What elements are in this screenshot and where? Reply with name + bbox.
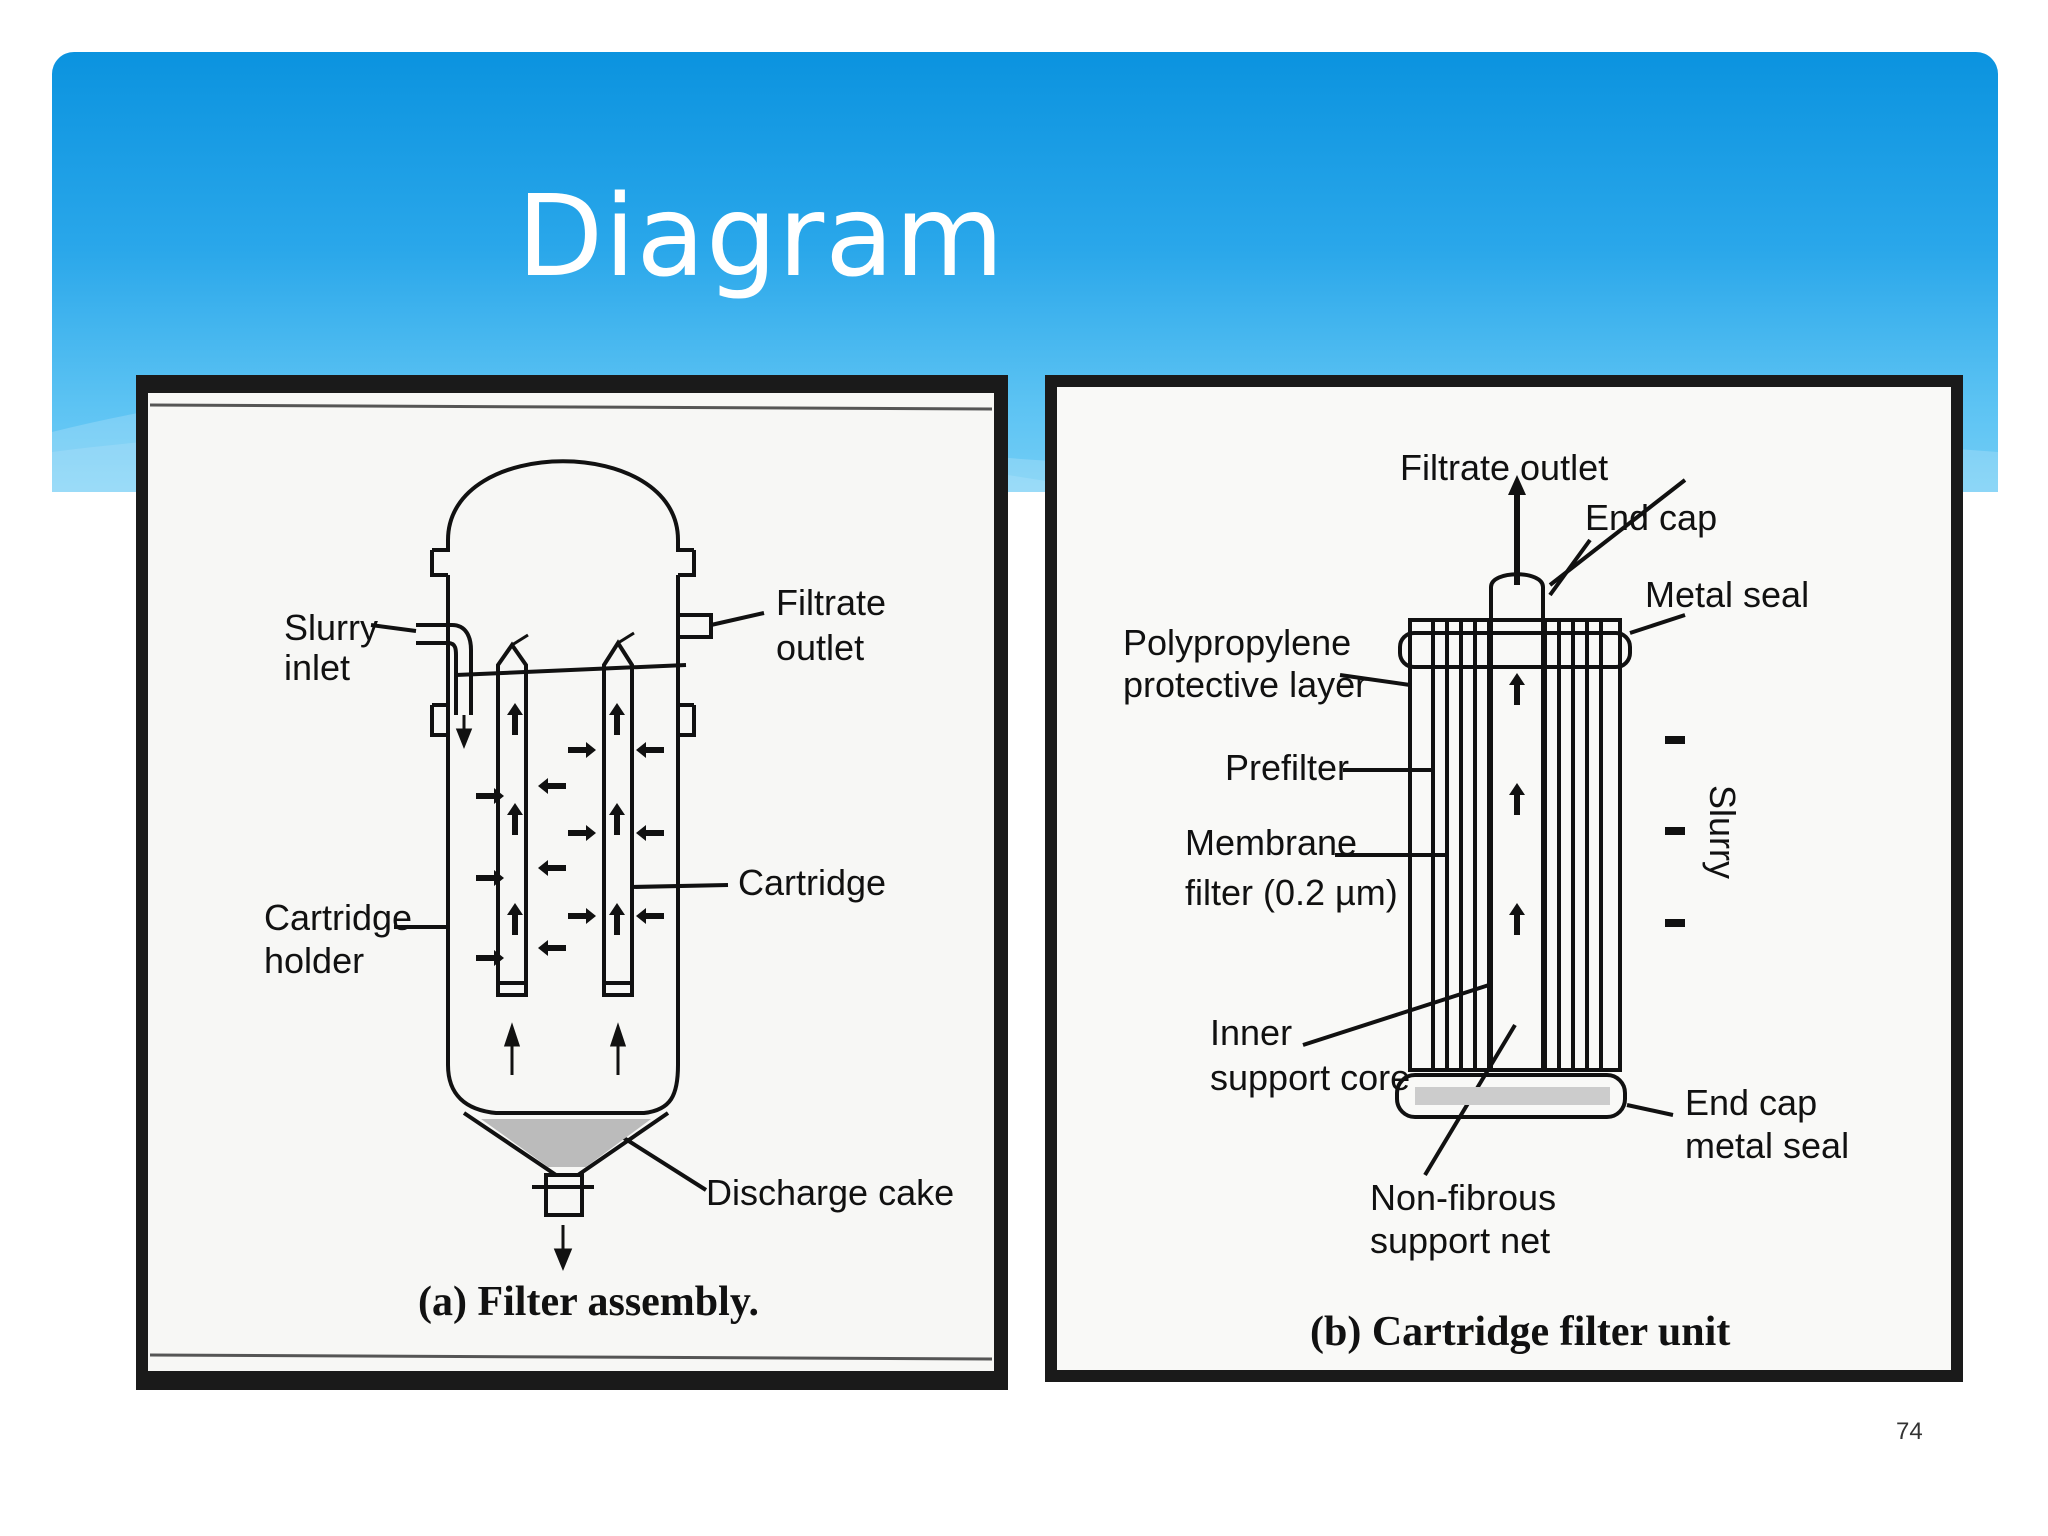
slide-title: Diagram <box>517 172 1005 302</box>
label-filtrate-outlet-2: outlet <box>776 627 864 668</box>
filter-assembly-drawing: Slurry inlet Filtrate outlet Cartridge C… <box>148 393 994 1371</box>
label-inner-core-1: Inner <box>1210 1012 1292 1053</box>
label-cartridge-holder-2: holder <box>264 940 364 981</box>
caption-cartridge-filter-unit: (b) Cartridge filter unit <box>1310 1309 1730 1355</box>
label-slurry: Slurry <box>1702 785 1743 879</box>
label-end-cap-seal-1: End cap <box>1685 1082 1817 1123</box>
label-metal-seal: Metal seal <box>1645 574 1809 615</box>
label-filtrate-outlet: Filtrate outlet <box>1400 447 1608 488</box>
label-membrane-2: filter (0.2 µm) <box>1185 872 1398 913</box>
label-cartridge: Cartridge <box>738 862 886 903</box>
label-end-cap-seal-2: metal seal <box>1685 1125 1849 1166</box>
caption-filter-assembly: (a) Filter assembly. <box>418 1279 759 1325</box>
label-inner-core-2: support core <box>1210 1057 1410 1098</box>
cartridge-filter-unit-drawing: Filtrate outlet End cap Metal seal Polyp… <box>1057 387 1951 1370</box>
label-polypropylene-2: protective layer <box>1123 664 1367 705</box>
label-support-net-2: support net <box>1370 1220 1550 1261</box>
page-number: 74 <box>1896 1418 1923 1445</box>
label-cartridge-holder-1: Cartridge <box>264 897 412 938</box>
label-membrane-1: Membrane <box>1185 822 1357 863</box>
label-slurry-inlet-1: Slurry <box>284 607 378 648</box>
label-support-net-1: Non-fibrous <box>1370 1177 1556 1218</box>
label-filtrate-outlet-1: Filtrate <box>776 582 886 623</box>
label-slurry-inlet-2: inlet <box>284 647 350 688</box>
figure-filter-assembly: Slurry inlet Filtrate outlet Cartridge C… <box>136 375 1008 1390</box>
label-end-cap: End cap <box>1585 497 1717 538</box>
figure-cartridge-filter-unit: Filtrate outlet End cap Metal seal Polyp… <box>1045 375 1963 1382</box>
label-prefilter: Prefilter <box>1225 747 1349 788</box>
label-polypropylene-1: Polypropylene <box>1123 622 1351 663</box>
label-discharge-cake: Discharge cake <box>706 1172 954 1213</box>
